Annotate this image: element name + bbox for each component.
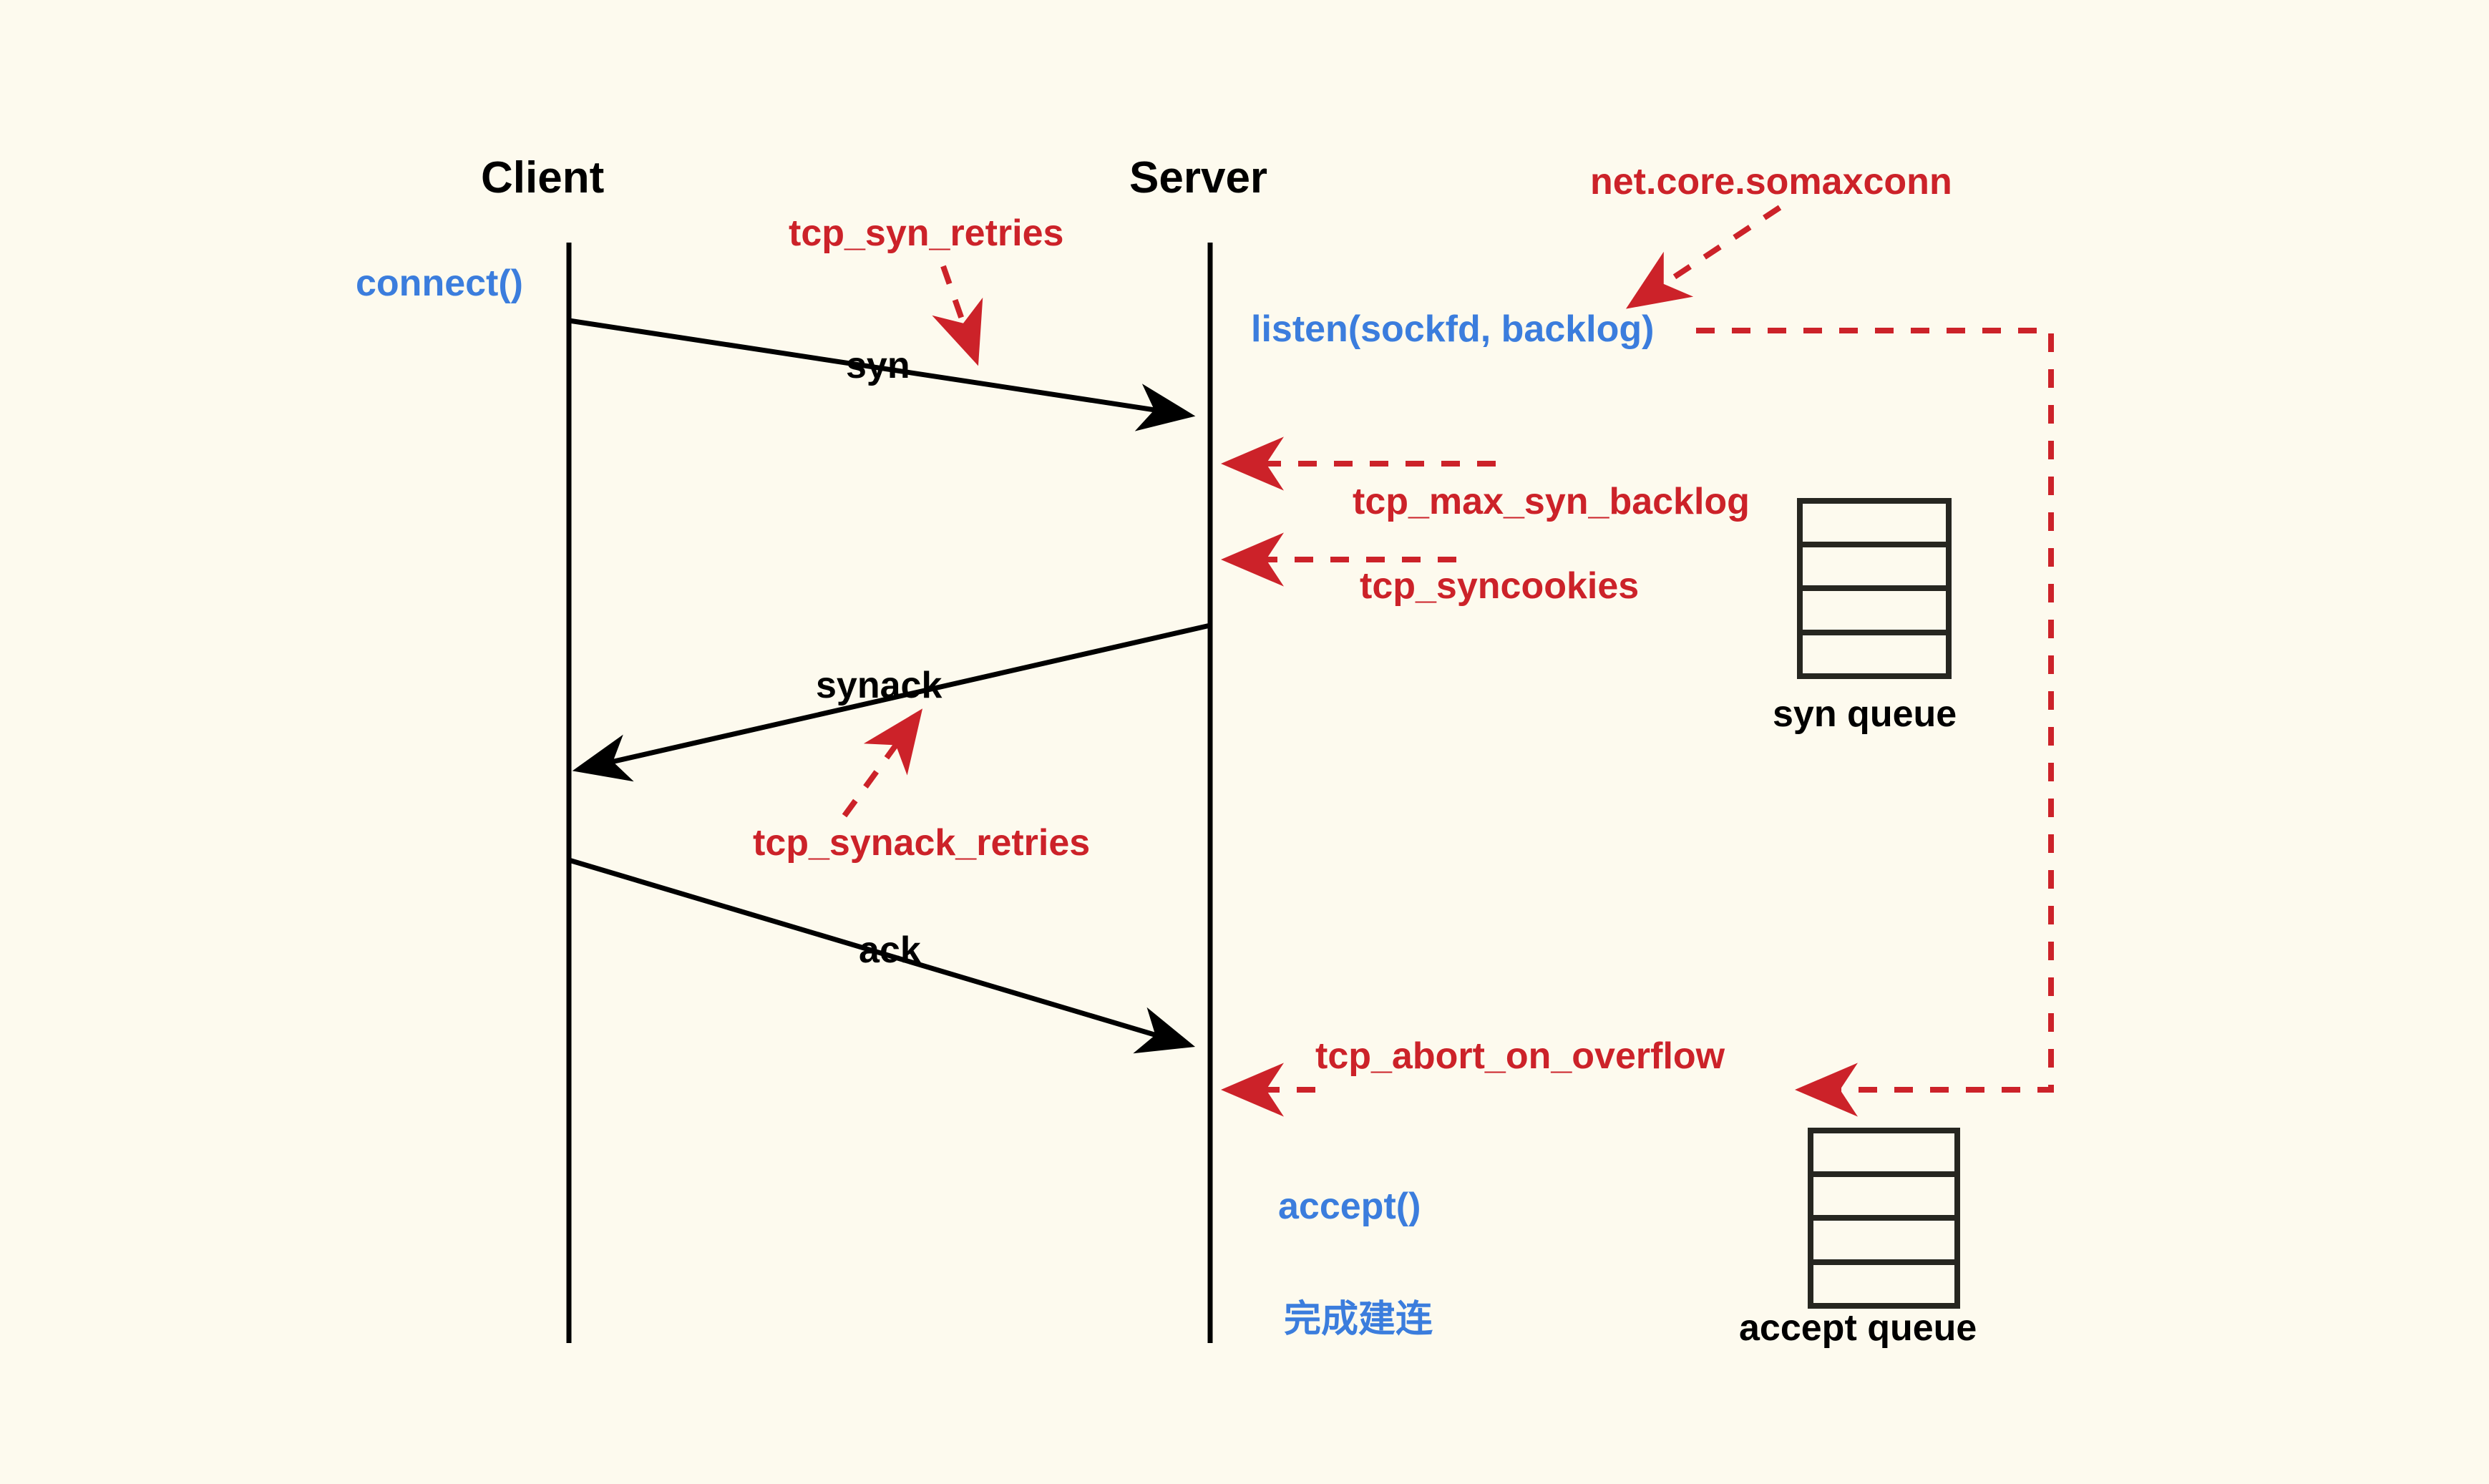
- tcp-synack-retries-pointer: [842, 708, 923, 818]
- syn-arrow: [568, 318, 1196, 431]
- api-call-listen: listen(sockfd, backlog): [1251, 308, 1655, 350]
- queue-label-accept-queue: accept queue: [1739, 1307, 1977, 1349]
- api-call-accept: accept(): [1278, 1186, 1421, 1227]
- tcp-syn-retries-pointer: [932, 265, 983, 366]
- kernel-param-tcp-synack-retries: tcp_synack_retries: [753, 822, 1091, 864]
- kernel-param-tcp-syncookies: tcp_syncookies: [1360, 565, 1640, 607]
- kernel-param-net-core-somaxconn: net.core.somaxconn: [1590, 161, 1952, 202]
- kernel-param-tcp-syn-retries: tcp_syn_retries: [789, 213, 1064, 254]
- api-call-connect: connect(): [356, 263, 523, 304]
- synack-arrow: [572, 623, 1211, 782]
- queue-label-syn-queue: syn queue: [1773, 693, 1957, 735]
- somaxconn-pointer: [1625, 205, 1782, 309]
- message-label-ack: ack: [859, 929, 921, 971]
- api-call-connection-established: 完成建连: [1284, 1298, 1433, 1341]
- message-label-syn: syn: [846, 345, 910, 386]
- kernel-param-tcp-max-syn-backlog: tcp_max_syn_backlog: [1353, 481, 1750, 522]
- ack-arrow: [568, 857, 1196, 1054]
- actor-label-client: Client: [481, 153, 605, 202]
- kernel-param-tcp-abort-on-overflow: tcp_abort_on_overflow: [1315, 1035, 1725, 1077]
- syn-queue-box: [1797, 498, 1952, 679]
- actor-label-server: Server: [1129, 153, 1268, 202]
- message-label-synack: synack: [816, 665, 942, 706]
- accept-queue-box: [1808, 1128, 1960, 1309]
